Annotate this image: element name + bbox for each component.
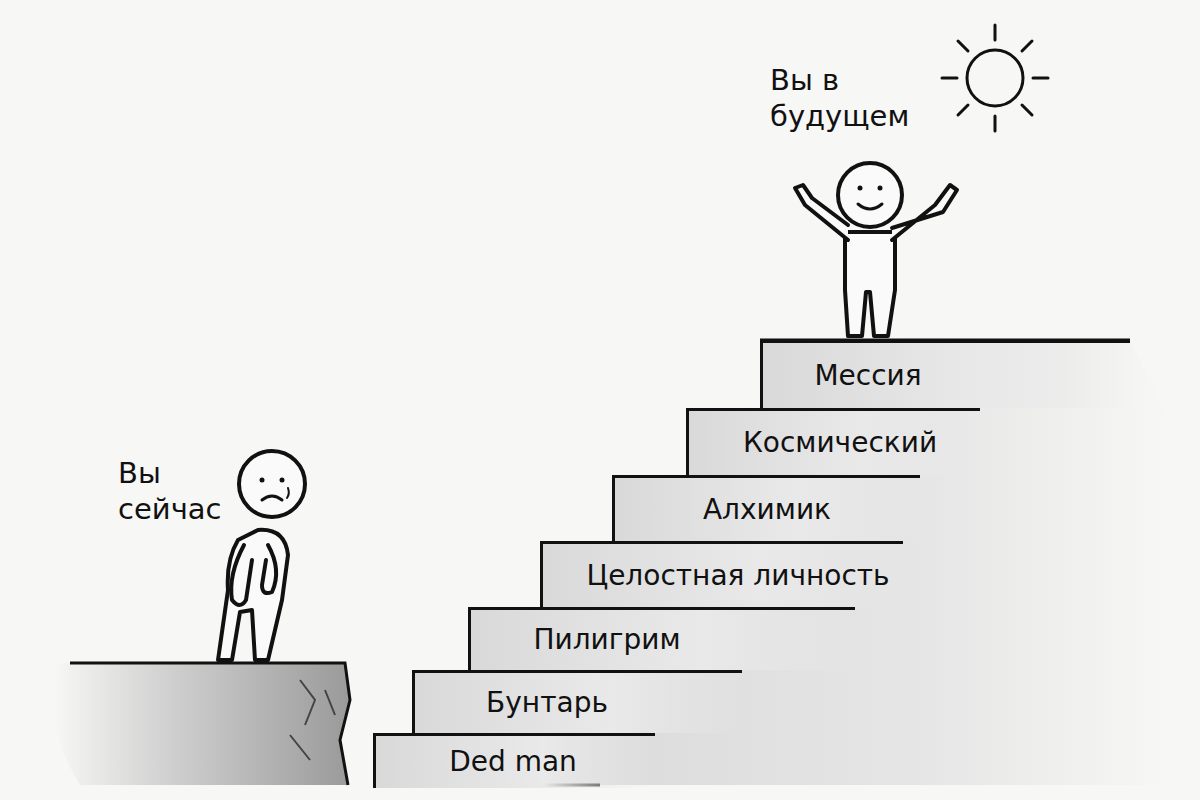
stair-mass xyxy=(373,340,1170,785)
stair-step: Пилигрим xyxy=(468,607,855,670)
sun xyxy=(942,25,1048,131)
figure-caption: Вы в будущем xyxy=(770,62,910,135)
step-label: Ded man xyxy=(449,748,577,776)
step-label: Космический xyxy=(743,429,937,457)
figure-caption: Вы сейчас xyxy=(118,455,228,528)
stair-step: Мессия xyxy=(760,340,1130,408)
happy-figure xyxy=(795,163,957,336)
step-label: Бунтарь xyxy=(486,689,608,717)
stair-step: Ded man xyxy=(373,733,655,788)
stair-step: Алхимик xyxy=(612,475,920,541)
step-label: Целостная личность xyxy=(586,562,889,590)
step-label: Пилигрим xyxy=(533,626,680,654)
cliff-edge xyxy=(70,663,350,785)
cliff xyxy=(53,663,350,785)
stair-step: Космический xyxy=(686,408,980,475)
step-label: Мессия xyxy=(814,362,921,390)
stair-step: Бунтарь xyxy=(412,670,742,733)
sad-figure xyxy=(218,451,305,660)
step-label: Алхимик xyxy=(703,496,831,524)
rock-cracks xyxy=(290,680,335,760)
stair-step: Целостная личность xyxy=(540,541,903,607)
